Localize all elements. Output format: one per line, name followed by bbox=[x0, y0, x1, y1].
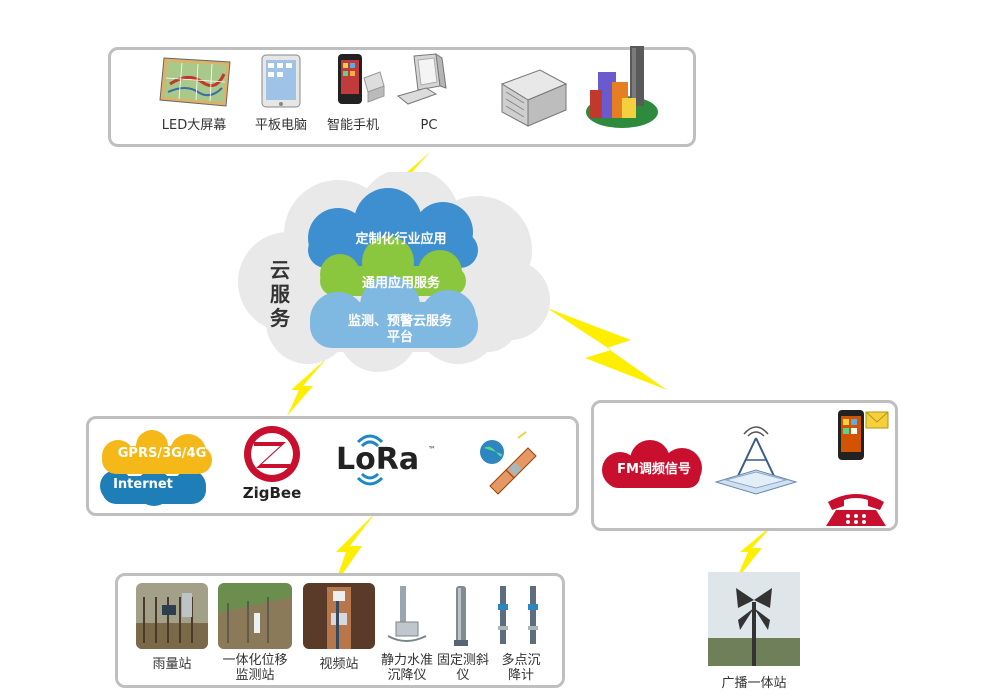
multipoint-settlement-gauge-icon bbox=[498, 586, 538, 644]
cloud-layer-custom-app: 定制化行业应用 bbox=[355, 232, 447, 247]
tablet-icon bbox=[261, 54, 301, 108]
internet-label: Internet bbox=[113, 477, 173, 492]
device-label-pc: PC bbox=[420, 118, 438, 133]
rain-gauge-station-photo bbox=[136, 583, 208, 649]
radio-tower-icon bbox=[714, 426, 798, 495]
lightning-bolt-broadcast bbox=[736, 522, 776, 580]
pc-icon bbox=[396, 52, 447, 105]
fm-cloud bbox=[602, 440, 702, 488]
device-label-smartphone: 智能手机 bbox=[326, 118, 379, 133]
lora-label: LoRa bbox=[336, 442, 420, 477]
fm-label: FM调频信号 bbox=[617, 462, 691, 477]
lora-signal-icon bbox=[356, 434, 384, 486]
smartphone-icon bbox=[338, 54, 385, 104]
fixed-inclinometer-icon bbox=[454, 586, 468, 646]
video-station-photo bbox=[303, 583, 375, 649]
telephone-icon bbox=[826, 494, 886, 526]
mobile-sms-icon bbox=[838, 410, 889, 460]
station-label-multipoint: 多点沉 降计 bbox=[501, 653, 541, 683]
lightning-bolt-right bbox=[547, 308, 667, 390]
led-screen-icon bbox=[159, 57, 231, 107]
station-label-static-level: 静力水准 沉降仪 bbox=[380, 653, 433, 683]
station-label-inclinometer: 固定测斜 仪 bbox=[436, 653, 489, 683]
lightning-bolt-bottom bbox=[334, 512, 376, 586]
station-label-video: 视频站 bbox=[319, 657, 359, 672]
gprs-label: GPRS/3G/4G bbox=[117, 446, 207, 461]
lightning-bolt-mid bbox=[287, 358, 327, 416]
cloud-title: 云服务 bbox=[270, 258, 290, 330]
server-icon bbox=[500, 69, 568, 127]
displacement-station-photo bbox=[218, 583, 292, 649]
broadcast-label: 广播一体站 bbox=[721, 676, 787, 691]
lora-trademark: ™ bbox=[428, 445, 436, 454]
broadcast-station-photo bbox=[708, 572, 800, 666]
station-label-displacement: 一体化位移 监测站 bbox=[222, 653, 288, 683]
gprs-internet-cloud bbox=[100, 430, 212, 506]
cloud-shape bbox=[238, 172, 550, 372]
zigbee-icon bbox=[244, 426, 300, 482]
cloud-layer-general-service: 通用应用服务 bbox=[361, 276, 440, 291]
satellite-icon bbox=[480, 431, 537, 495]
city-buildings-icon bbox=[586, 46, 658, 128]
device-label-tablet: 平板电脑 bbox=[254, 118, 307, 133]
static-level-gauge-icon bbox=[387, 586, 427, 642]
station-label-rain-gauge: 雨量站 bbox=[152, 657, 192, 672]
zigbee-label: ZigBee bbox=[242, 484, 302, 502]
cloud-layer-monitoring-platform: 监测、预警云服务 平台 bbox=[347, 314, 452, 345]
device-label-led: LED大屏幕 bbox=[161, 118, 227, 133]
